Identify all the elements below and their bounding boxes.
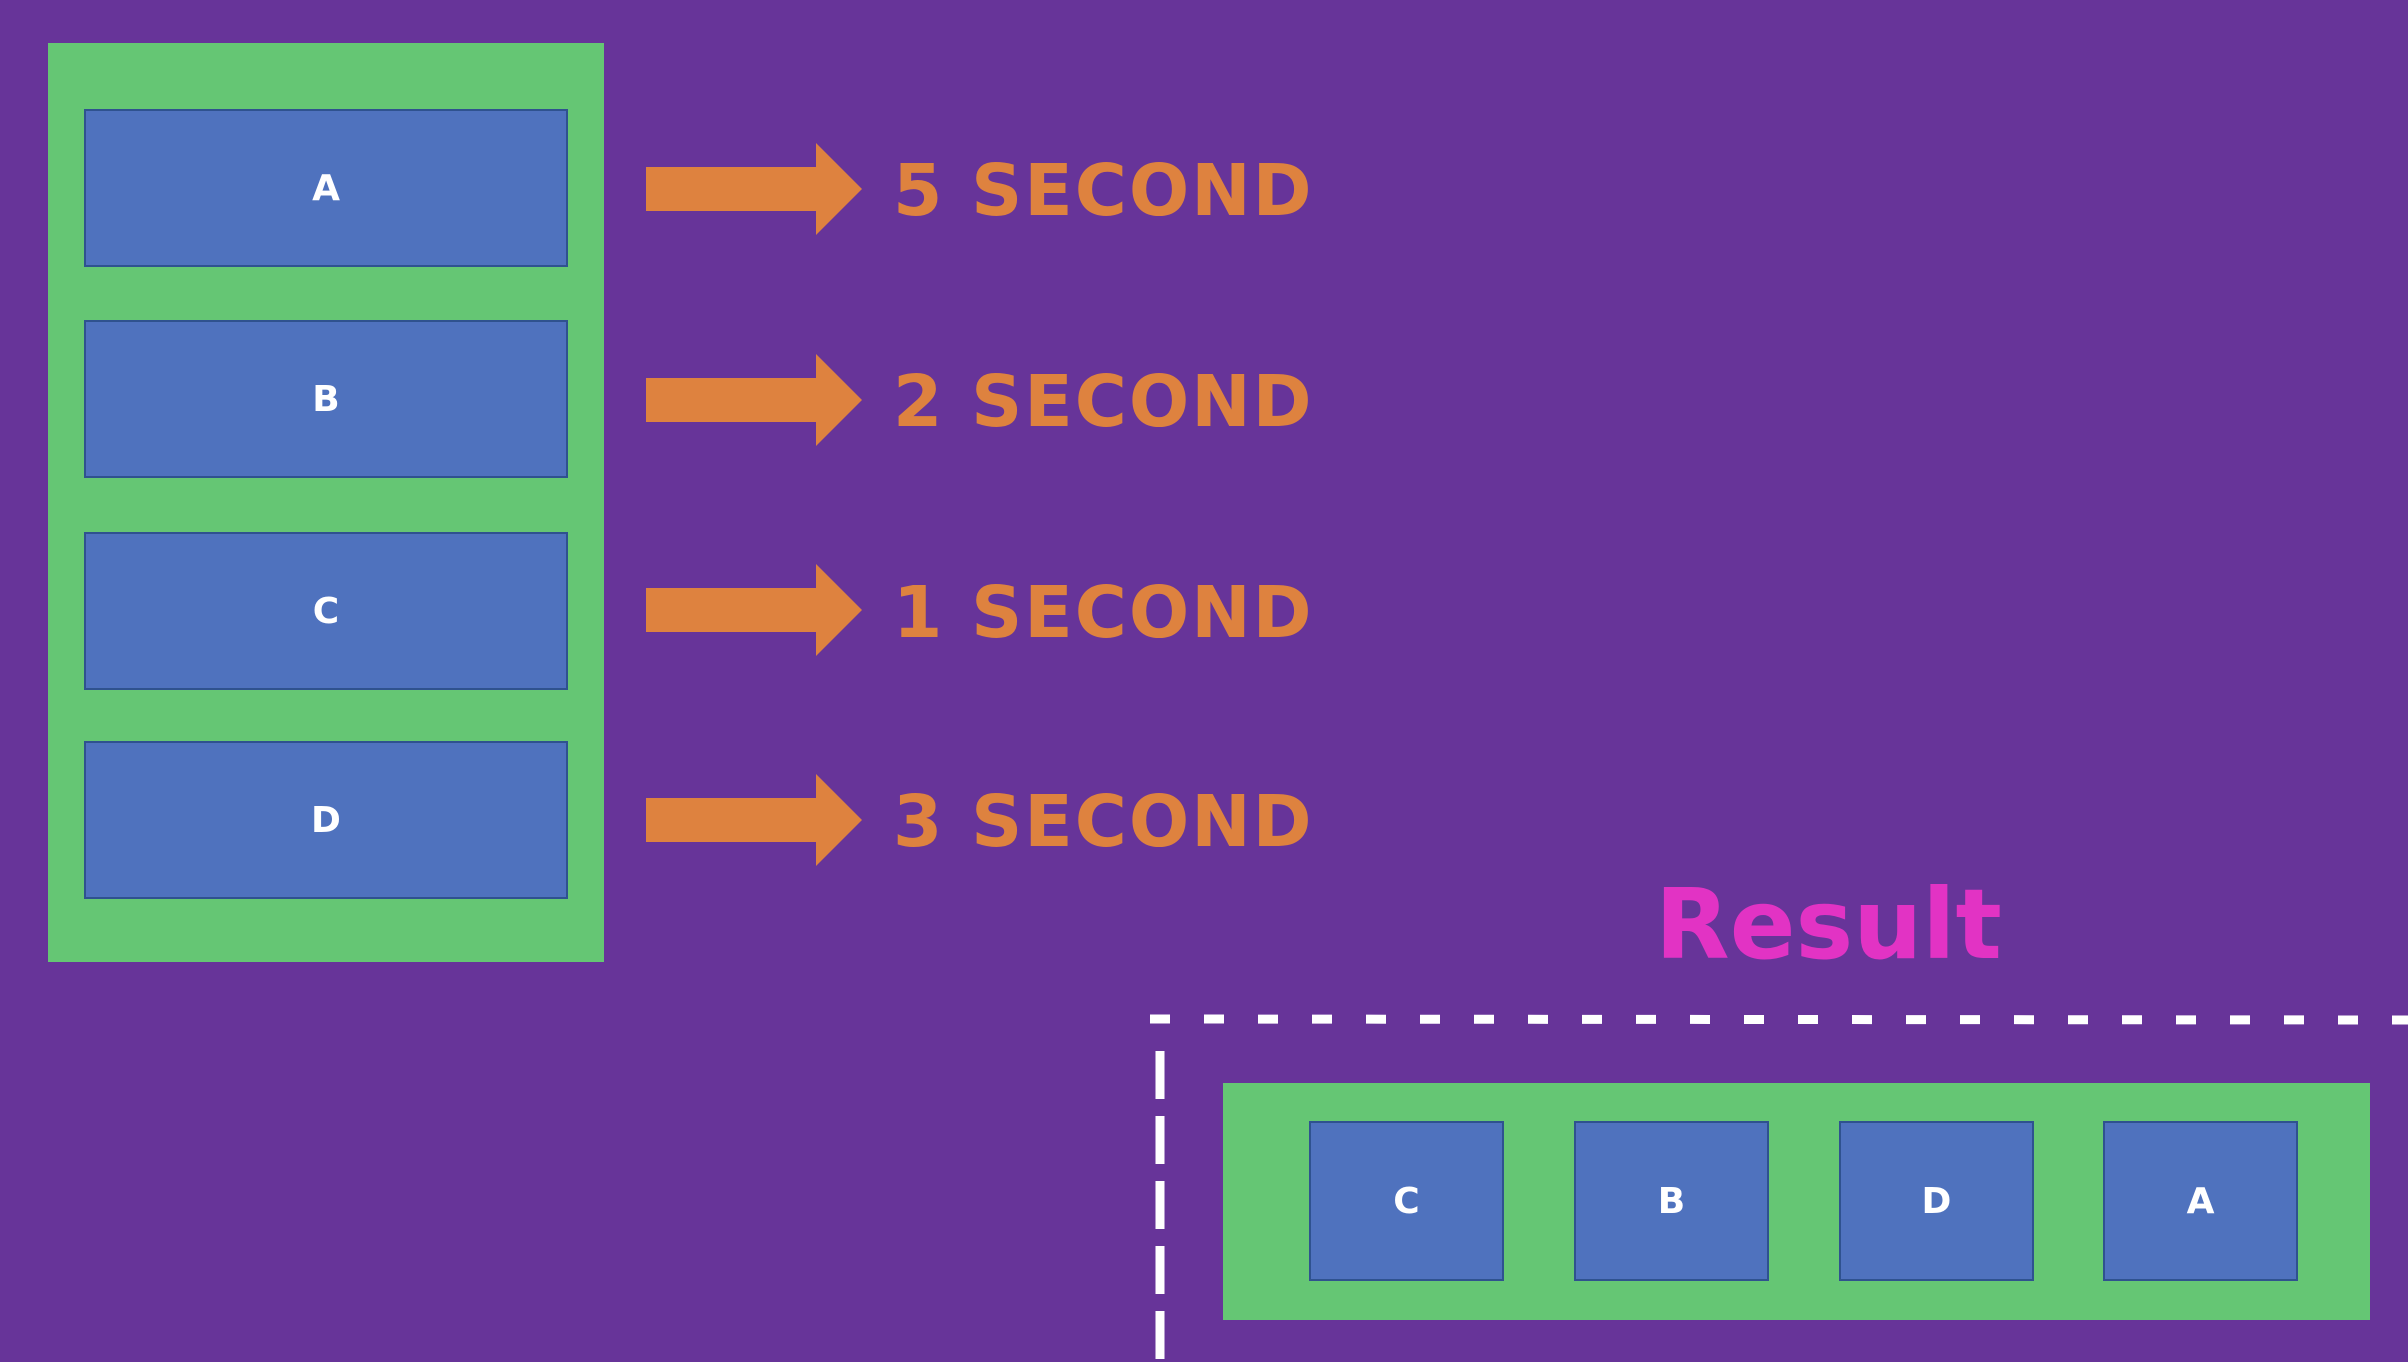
arrow-c	[646, 564, 862, 656]
task-box-d: D	[84, 741, 568, 899]
result-frame-top-edge	[1149, 1014, 2408, 1025]
arrow-c-icon	[646, 564, 862, 656]
arrow-b	[646, 354, 862, 446]
duration-label-d: 3 SECOND	[893, 780, 1314, 863]
arrow-a	[646, 143, 862, 235]
result-box-3: D	[1839, 1121, 2034, 1281]
result-dashed-frame	[1149, 1014, 2408, 1362]
arrow-d	[646, 774, 862, 866]
task-box-a-label: A	[312, 167, 340, 209]
task-box-a: A	[84, 109, 568, 267]
result-box-3-label: D	[1921, 1180, 1952, 1222]
duration-label-b: 2 SECOND	[893, 360, 1314, 443]
result-box-2-label: B	[1657, 1180, 1686, 1222]
result-title: Result	[1655, 868, 2002, 981]
result-box-4-label: A	[2186, 1180, 2215, 1222]
result-box-1-label: C	[1393, 1180, 1420, 1222]
arrow-a-icon	[646, 143, 862, 235]
result-box-1: C	[1309, 1121, 1504, 1281]
result-box-2: B	[1574, 1121, 1769, 1281]
task-box-d-label: D	[311, 799, 341, 841]
task-box-b-label: B	[312, 378, 340, 420]
duration-label-a: 5 SECOND	[893, 149, 1314, 232]
result-box-4: A	[2103, 1121, 2298, 1281]
arrow-b-icon	[646, 354, 862, 446]
task-box-c: C	[84, 532, 568, 690]
arrow-d-icon	[646, 774, 862, 866]
task-box-c-label: C	[312, 590, 340, 632]
duration-label-c: 1 SECOND	[893, 571, 1314, 654]
task-box-b: B	[84, 320, 568, 478]
